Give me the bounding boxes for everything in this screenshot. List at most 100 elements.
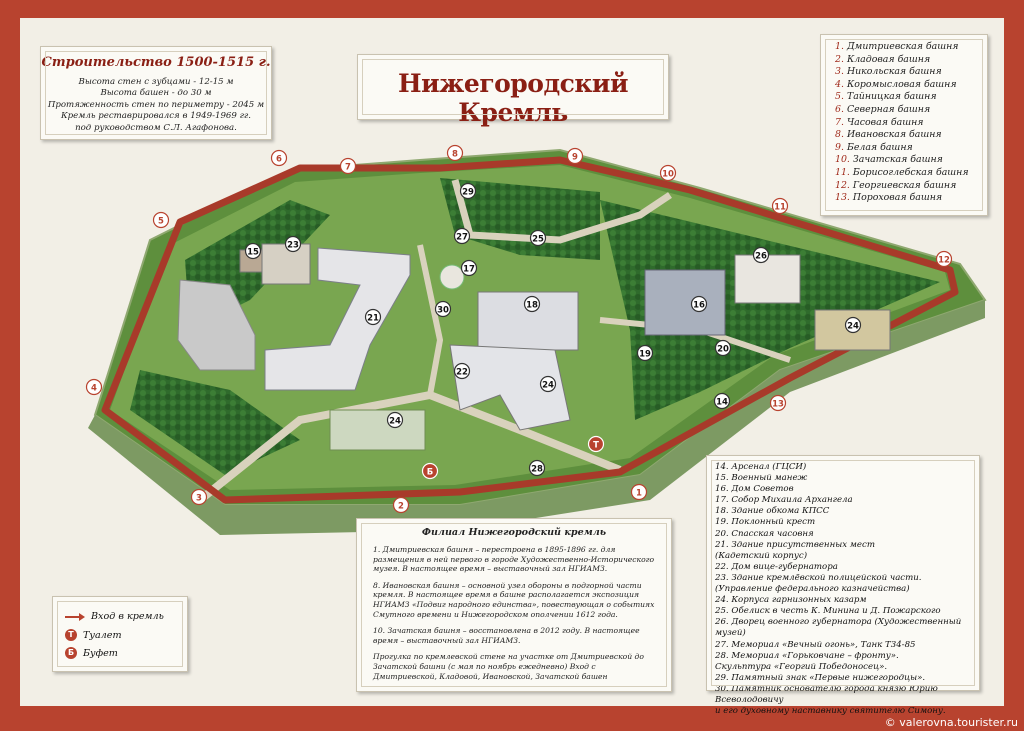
tower-marker: 7	[339, 157, 357, 175]
toilet-marker-label: Т	[593, 440, 599, 450]
fact-line: под руководством С.Л. Агафонова.	[75, 122, 237, 133]
object-list-item: 16. Дом Советов	[715, 484, 794, 495]
object-marker: 15	[244, 242, 262, 260]
tower-marker-label: 9	[572, 152, 578, 162]
object-marker-label: 15	[247, 247, 259, 257]
object-marker-label: 17	[463, 264, 475, 274]
building-14	[177, 279, 256, 371]
building-22	[449, 344, 571, 431]
tower-marker: 3	[190, 488, 208, 506]
building-23	[261, 243, 311, 285]
tower-marker: 6	[270, 149, 288, 167]
tower-marker-label: 11	[774, 202, 786, 212]
object-marker: 24	[386, 411, 404, 429]
tower-list-item: 2. Кладовая башня	[835, 54, 969, 67]
tower-name: Коромысловая башня	[846, 78, 957, 90]
object-list-item: 17. Собор Михаила Архангела	[715, 495, 853, 506]
object-marker: 20	[714, 339, 732, 357]
object-marker: 14	[713, 392, 731, 410]
buffet-marker-label: Б	[427, 467, 433, 477]
object-list-item: (Кадетский корпус)	[715, 550, 808, 561]
buffet-icon: Б	[65, 647, 77, 659]
legend-toilet-label: Туалет	[83, 629, 122, 641]
tower-marker: 13	[769, 394, 787, 412]
object-marker: 28	[528, 459, 546, 477]
object-list-item: 20. Спасская часовня	[715, 528, 814, 539]
tower-list-item: 6. Северная башня	[835, 104, 969, 117]
object-list-item: 29. Памятный знак «Первые нижегородцы».	[715, 672, 926, 683]
tower-marker-label: 4	[91, 383, 97, 393]
object-marker: 16	[690, 295, 708, 313]
tower-number: 3.	[835, 66, 844, 78]
tower-marker-label: 1	[636, 488, 642, 498]
object-list-item: 23. Здание кремлёвской полицейской части…	[715, 572, 922, 583]
legend-entrance-label: Вход в кремль	[91, 611, 164, 622]
tower-marker: 4	[85, 378, 103, 396]
tower-list-item: 7. Часовая башня	[835, 117, 969, 130]
tower-number: 13.	[835, 192, 850, 204]
tower-number: 6.	[835, 103, 844, 115]
fact-line: Протяженность стен по периметру - 2045 м	[47, 99, 265, 110]
object-list-item: 30. Памятник основателю города князю Юри…	[715, 683, 938, 705]
tower-marker: 1	[630, 483, 648, 501]
tower-name: Тайницкая башня	[846, 91, 937, 103]
tower-number: 4.	[835, 78, 844, 90]
object-marker-label: 26	[755, 251, 767, 261]
forest-east	[600, 200, 940, 420]
tower-number: 5.	[835, 91, 844, 103]
tower-list-item: 8. Ивановская башня	[835, 129, 969, 142]
watermark: © valerovna.tourister.ru	[885, 716, 1018, 729]
object-marker-label: 27	[456, 232, 468, 242]
tower-list-item: 4. Коромысловая башня	[835, 79, 969, 92]
tower-number: 8.	[835, 129, 844, 141]
object-marker: 24	[844, 316, 862, 334]
object-marker-label: 28	[531, 464, 543, 474]
tower-number: 2.	[835, 53, 844, 65]
forest-south	[130, 370, 300, 475]
center-road	[417, 244, 444, 396]
tower-marker: 10	[659, 164, 677, 182]
building-16	[644, 269, 726, 336]
title-panel: Нижегородский Кремль	[357, 54, 669, 127]
tower-marker: 8	[446, 144, 464, 162]
object-marker-label: 21	[367, 313, 379, 323]
object-list-item: (Управление федерального казначейства)	[715, 584, 910, 595]
tower-name: Ивановская башня	[846, 129, 942, 141]
tower-name: Часовая башня	[846, 116, 924, 128]
tower-marker-label: 8	[452, 149, 458, 159]
tower-marker-label: 12	[938, 255, 950, 265]
object-list-item: 19. Поклонный крест	[715, 517, 816, 528]
object-marker-label: 20	[717, 344, 729, 354]
object-marker-label: 16	[693, 300, 705, 310]
object-marker: 30	[434, 300, 452, 318]
object-list-item: и его духовному наставнику святителю Сим…	[715, 706, 946, 717]
object-list-item: 26. Дворец военного губернатора (Художес…	[715, 617, 962, 639]
tower-list-item: 10. Зачатская башня	[835, 154, 969, 167]
object-marker-label: 30	[437, 305, 449, 315]
tower-list-item: 13. Пороховая башня	[835, 192, 969, 205]
tower-name: Дмитриевская башня	[846, 41, 959, 52]
object-marker-label: 23	[287, 240, 299, 250]
object-marker-label: 24	[389, 416, 401, 426]
object-marker: 18	[523, 295, 541, 313]
object-marker: 25	[529, 229, 547, 247]
tower-marker: 2	[392, 496, 410, 514]
object-marker: 26	[752, 246, 770, 264]
tower-list-item: 11. Борисоглебская башня	[835, 167, 969, 180]
tower-number: 12.	[835, 179, 850, 191]
object-list-item: 22. Дом вице-губернатора	[715, 561, 838, 572]
object-list-item: Скульптура «Георгий Победоносец».	[715, 661, 888, 672]
object-marker-label: 18	[526, 300, 538, 310]
object-list-item: 24. Корпуса гарнизонных казарм	[715, 595, 867, 606]
tower-name: Северная башня	[846, 103, 931, 115]
fact-line: Высота башен - до 30 м	[100, 88, 212, 99]
tower-name: Зачатская башня	[852, 154, 943, 166]
tower-name: Белая башня	[846, 141, 913, 153]
